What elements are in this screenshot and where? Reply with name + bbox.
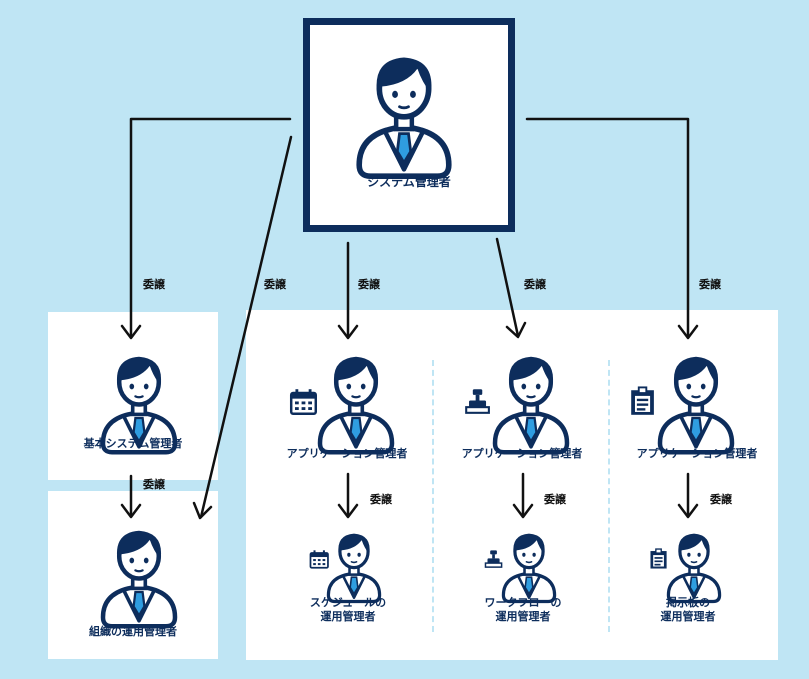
- board-operator-line2: 運用管理者: [660, 609, 716, 623]
- basic-admin-label: 基本システム管理者: [83, 437, 183, 450]
- arrowhead: [677, 324, 699, 340]
- schedule-operator-avatar: [309, 533, 382, 604]
- delegate-label: 委譲: [524, 278, 546, 291]
- schedule-operator-label: スケジュールの 運用管理者: [263, 596, 433, 624]
- arrowhead: [120, 503, 142, 519]
- arrowhead: [120, 324, 142, 340]
- stamp-icon: [465, 389, 490, 414]
- arrowhead: [505, 321, 527, 339]
- arrowhead: [192, 501, 213, 520]
- person-icon: [492, 356, 570, 455]
- bulletin-board-icon: [650, 548, 667, 569]
- person-icon: [317, 356, 395, 455]
- schedule-app-admin-label: アプリケーション管理者: [286, 447, 408, 460]
- board-operator-line1: 掲示板の: [666, 596, 710, 609]
- board-app-admin-avatar: [631, 356, 735, 455]
- person-icon: [100, 530, 178, 629]
- person-icon: [356, 57, 452, 179]
- workflow-operator-line2: 運用管理者: [495, 609, 551, 623]
- delegate-label: 委譲: [358, 278, 380, 291]
- system-admin-avatar: [356, 57, 452, 179]
- schedule-operator-line2: 運用管理者: [320, 609, 376, 623]
- board-operator-avatar: [650, 533, 722, 604]
- system-admin-label: システム管理者: [367, 175, 451, 189]
- workflow-app-admin-avatar: [465, 356, 570, 455]
- org-admin-avatar: [100, 530, 178, 629]
- arrowhead: [677, 503, 699, 519]
- board-operator-label: 掲示板の 運用管理者: [603, 596, 773, 624]
- bulletin-board-icon: [631, 386, 654, 415]
- calendar-icon: [309, 550, 329, 569]
- delegate-label: 委譲: [264, 278, 286, 291]
- arrow-to-board-admin: [525, 117, 690, 339]
- workflow-operator-line1: ワークフローの: [484, 596, 562, 609]
- arrowhead: [512, 503, 534, 519]
- arrowhead: [337, 503, 359, 519]
- person-icon: [657, 356, 735, 455]
- calendar-icon: [289, 389, 317, 415]
- arrowhead: [337, 324, 359, 340]
- person-icon: [100, 356, 178, 455]
- column-divider: [608, 360, 610, 632]
- workflow-operator-avatar: [484, 533, 557, 604]
- org-admin-label: 組織の運用管理者: [89, 625, 177, 638]
- person-icon: [666, 533, 722, 604]
- stamp-icon: [484, 550, 503, 568]
- schedule-operator-line1: スケジュールの: [309, 596, 387, 609]
- person-icon: [501, 533, 557, 604]
- board-app-admin-label: アプリケーション管理者: [636, 447, 758, 460]
- person-icon: [326, 533, 382, 604]
- delegate-label: 委譲: [143, 478, 165, 491]
- arrow-to-org-admin: [199, 135, 293, 519]
- column-divider: [432, 360, 434, 632]
- delegate-label: 委譲: [143, 278, 165, 291]
- delegate-label: 委譲: [699, 278, 721, 291]
- arrow-to-basic-admin: [129, 117, 292, 339]
- workflow-app-admin-label: アプリケーション管理者: [461, 447, 583, 460]
- delegate-label: 委譲: [544, 493, 566, 506]
- basic-admin-avatar: [100, 356, 178, 455]
- arrow-to-workflow-admin: [495, 237, 520, 338]
- delegate-label: 委譲: [370, 493, 392, 506]
- schedule-app-admin-avatar: [289, 356, 395, 455]
- workflow-operator-label: ワークフローの 運用管理者: [438, 596, 608, 624]
- delegate-label: 委譲: [710, 493, 732, 506]
